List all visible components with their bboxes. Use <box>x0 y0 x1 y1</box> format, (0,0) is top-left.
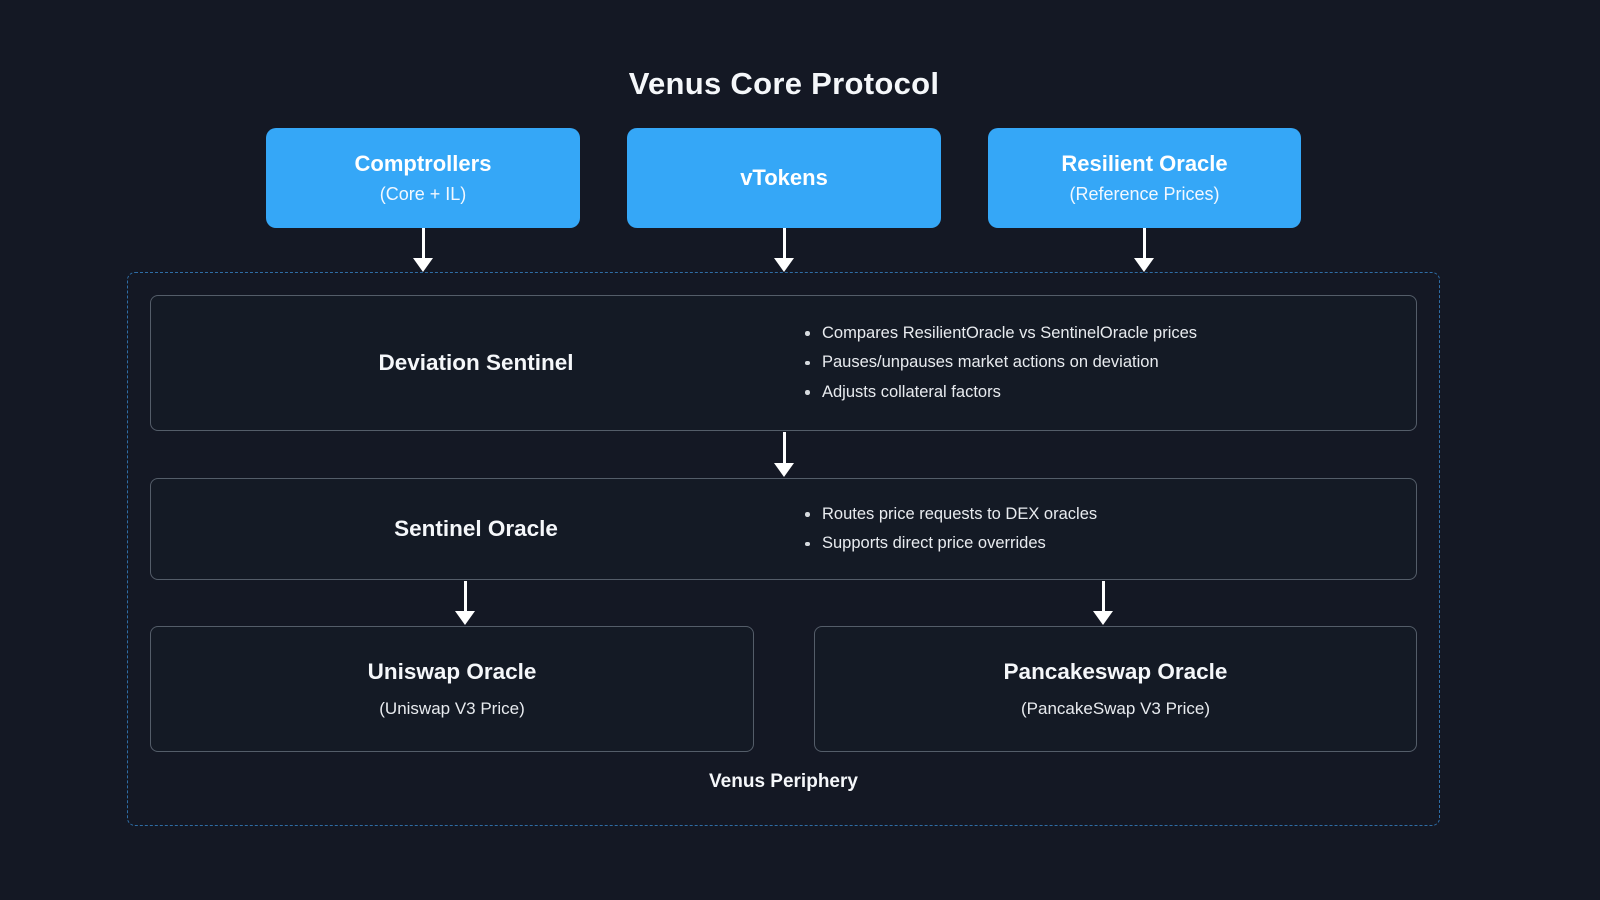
node-resilient-oracle-title: Resilient Oracle <box>1061 151 1228 176</box>
node-comptrollers-subtitle: (Core + IL) <box>379 184 467 204</box>
node-pancakeswap-oracle-subtitle: (PancakeSwap V3 Price) <box>1021 699 1210 718</box>
venus-periphery-label: Venus Periphery <box>709 771 858 792</box>
node-pancakeswap-oracle: Pancakeswap Oracle (PancakeSwap V3 Price… <box>814 626 1417 752</box>
venus-periphery-container <box>127 272 1440 826</box>
node-pancakeswap-oracle-title: Pancakeswap Oracle <box>1003 659 1228 684</box>
arrow-down-icon <box>413 228 433 272</box>
node-resilient-oracle-subtitle: (Reference Prices) <box>1069 184 1220 204</box>
arrow-down-icon <box>1134 228 1154 272</box>
node-deviation-sentinel-title: Deviation Sentinel <box>378 350 574 375</box>
page-title: Venus Core Protocol <box>628 66 940 101</box>
bullet-item: Compares ResilientOracle vs SentinelOrac… <box>801 319 1416 349</box>
arrow-down-icon <box>455 581 475 625</box>
arrow-down-icon <box>1093 581 1113 625</box>
node-vtokens-title: vTokens <box>740 165 828 190</box>
bullet-item: Supports direct price overrides <box>801 529 1416 559</box>
arrow-down-icon <box>774 432 794 477</box>
node-uniswap-oracle: Uniswap Oracle (Uniswap V3 Price) <box>150 626 754 752</box>
deviation-sentinel-bullets: Compares ResilientOracle vs SentinelOrac… <box>801 319 1416 408</box>
node-sentinel-oracle: Sentinel Oracle Routes price requests to… <box>150 478 1417 580</box>
node-comptrollers-title: Comptrollers <box>354 151 492 176</box>
node-deviation-sentinel: Deviation Sentinel Compares ResilientOra… <box>150 295 1417 431</box>
node-resilient-oracle: Resilient Oracle (Reference Prices) <box>988 128 1301 228</box>
sentinel-oracle-bullets: Routes price requests to DEX oracles Sup… <box>801 500 1416 559</box>
arrow-down-icon <box>774 228 794 272</box>
node-comptrollers: Comptrollers (Core + IL) <box>266 128 580 228</box>
node-sentinel-oracle-title: Sentinel Oracle <box>394 516 558 541</box>
node-vtokens: vTokens <box>627 128 941 228</box>
node-uniswap-oracle-subtitle: (Uniswap V3 Price) <box>379 699 525 718</box>
bullet-item: Pauses/unpauses market actions on deviat… <box>801 348 1416 378</box>
bullet-item: Adjusts collateral factors <box>801 378 1416 408</box>
bullet-item: Routes price requests to DEX oracles <box>801 500 1416 530</box>
node-uniswap-oracle-title: Uniswap Oracle <box>367 659 537 684</box>
